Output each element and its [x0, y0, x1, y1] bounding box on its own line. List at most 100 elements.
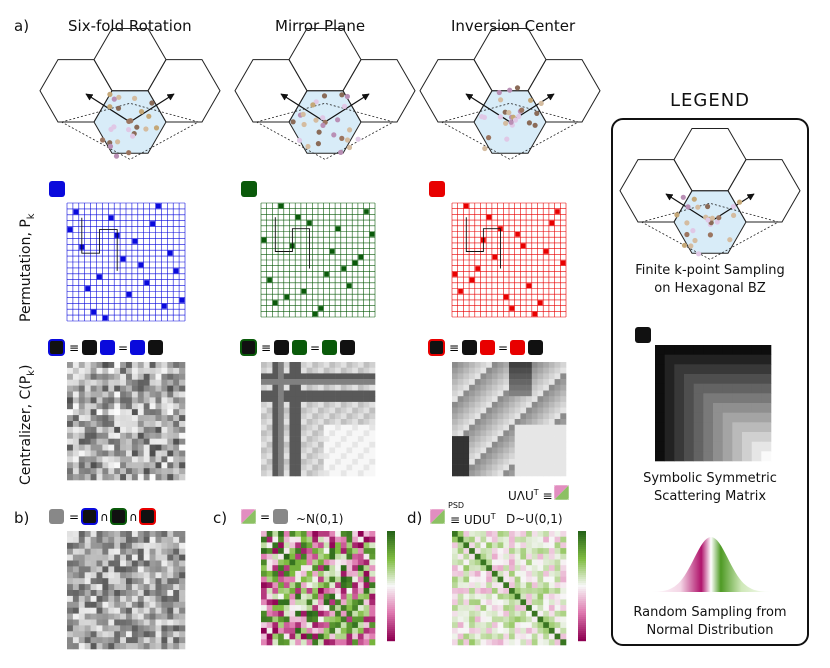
matrix-cell	[312, 436, 319, 443]
split-icon-part	[241, 509, 256, 524]
matrix-cell	[480, 531, 487, 537]
matrix-cell	[318, 588, 324, 594]
matrix-cell	[72, 385, 80, 392]
colorbar-step	[578, 571, 586, 574]
matrix-cell	[543, 384, 550, 391]
matrix-cell	[352, 401, 359, 408]
matrix-cell	[272, 379, 279, 386]
intersect-sign: ∩	[100, 510, 109, 524]
matrix-cell	[543, 401, 550, 408]
matrix-cell	[278, 464, 285, 471]
matrix-cell	[463, 553, 470, 560]
kpoint-dot	[691, 196, 697, 202]
matrix-cell	[289, 470, 296, 477]
matrix-cell	[480, 576, 487, 583]
matrix-cell	[346, 588, 353, 594]
kpoint-dot	[344, 137, 351, 143]
matrix-cell	[289, 413, 296, 420]
matrix-cell	[289, 419, 296, 425]
matrix-cell	[143, 590, 150, 597]
matrix-cell	[340, 401, 347, 408]
matrix-cell	[363, 576, 370, 583]
matrix-cell	[312, 616, 319, 623]
matrix-cell	[497, 582, 504, 589]
matrix-cell	[486, 633, 493, 640]
matrix-cell	[78, 613, 85, 620]
matrix-cell	[261, 458, 267, 465]
matrix-cell	[509, 588, 515, 594]
matrix-cell	[179, 415, 186, 422]
matrix-cell	[149, 403, 156, 410]
matrix-cell	[143, 566, 150, 573]
matrix-cell	[102, 637, 109, 644]
matrix-cell	[357, 531, 364, 537]
matrix-cell	[452, 464, 458, 471]
matrix-cell	[155, 560, 162, 567]
matrix-cell	[312, 362, 319, 368]
matrix-cell	[560, 362, 567, 368]
matrix-cell	[72, 601, 80, 608]
matrix-cell	[102, 536, 109, 544]
matrix-cell	[514, 362, 521, 368]
matrix-cell	[167, 462, 174, 469]
matrix-cell	[131, 468, 139, 475]
matrix-cell	[463, 565, 470, 572]
matrix-cell	[329, 373, 336, 380]
matrix-cell	[67, 643, 74, 650]
matrix-cell	[548, 419, 555, 425]
matrix-cell	[474, 633, 481, 640]
matrix-cell	[497, 390, 504, 397]
matrix-cell	[554, 570, 561, 577]
matrix-cell	[72, 607, 80, 614]
matrix-cell	[78, 468, 85, 475]
matrix-cell	[537, 570, 544, 577]
centralizer-equation-inversion: ≡=	[428, 339, 543, 356]
matrix-cell	[520, 553, 527, 560]
matrix-cell	[463, 458, 470, 465]
matrix-cell	[369, 531, 376, 537]
matrix-cell	[531, 430, 538, 437]
matrix-cell	[329, 570, 336, 577]
matrix-cell	[526, 593, 533, 600]
matrix-cell	[67, 462, 74, 469]
matrix-cell	[537, 593, 544, 600]
matrix-cell	[155, 572, 162, 579]
matrix-cell	[543, 570, 550, 577]
matrix-cell	[457, 464, 464, 471]
matrix-cell	[357, 390, 364, 397]
matrix-cell	[329, 536, 336, 543]
matrix-cell	[503, 436, 510, 443]
matrix-cell	[272, 413, 279, 420]
matrix-cell	[84, 584, 91, 591]
matrix-cell	[323, 470, 330, 477]
matrix-cell	[173, 566, 180, 573]
matrix-cell	[283, 464, 290, 471]
matrix-cell	[312, 605, 319, 612]
matrix-cell	[167, 595, 174, 603]
matrix-cell	[179, 474, 186, 481]
matrix-cell	[457, 401, 464, 408]
matrix-cell	[491, 633, 498, 640]
matrix-cell	[114, 391, 121, 398]
matrix-cell	[497, 407, 504, 414]
matrix-cell	[457, 396, 464, 403]
matrix-cell	[520, 536, 527, 543]
matrix-cell	[335, 424, 342, 431]
matrix-cell	[108, 631, 115, 638]
matrix-cell	[452, 639, 458, 646]
matrix-cell	[84, 590, 91, 597]
matrix-cell	[120, 637, 127, 644]
matrix-cell	[126, 462, 133, 469]
matrix-cell	[300, 379, 307, 386]
matrix-cell	[137, 584, 144, 591]
matrix-cell	[357, 582, 364, 589]
matrix-cell	[537, 536, 544, 543]
matrix-cell	[78, 590, 85, 597]
matrix-cell	[526, 413, 533, 420]
matrix-cell	[306, 565, 313, 572]
matrix-cell	[346, 453, 353, 460]
matrix-cell	[560, 548, 567, 555]
kpoint-dot	[737, 199, 743, 205]
matrix-cell	[295, 582, 302, 589]
matrix-cell	[537, 576, 544, 583]
